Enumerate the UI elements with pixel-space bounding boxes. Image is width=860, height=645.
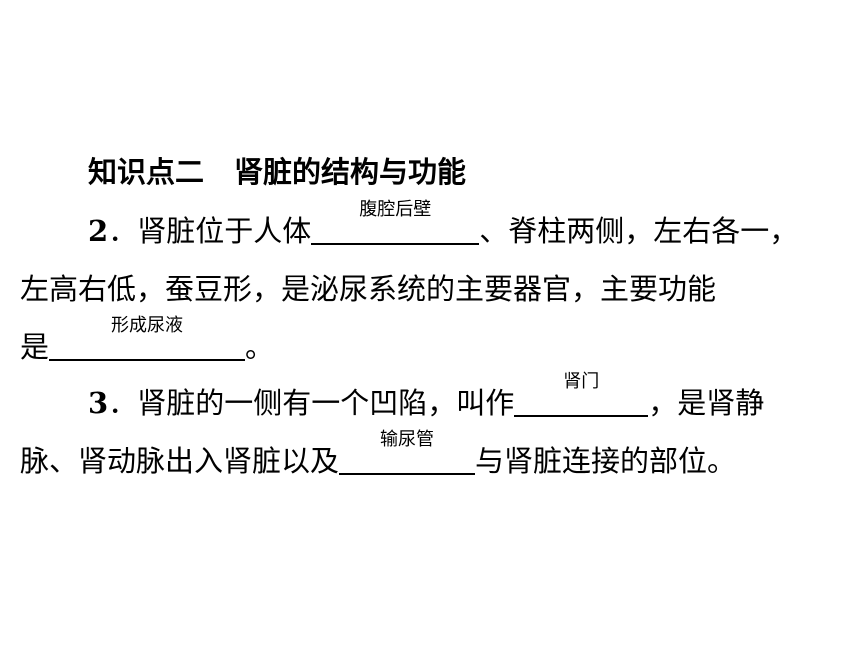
q2-text-4: 是 [20,330,50,364]
q2-line-3: 是 形成尿液。 [20,315,275,367]
q3-line-1: 3．肾脏的一侧有一个凹陷，叫作 肾门 ，是肾静 [88,371,765,423]
q2-number: 2 [88,214,109,248]
q3-answer-2: 输尿管 [380,429,435,450]
heading-topic: 肾脏的结构与功能 [234,155,467,189]
q2-blank-2: 形成尿液 [49,315,246,361]
q2-answer-1: 腹腔后壁 [359,199,432,220]
section-heading: 知识点二肾脏的结构与功能 [88,152,466,192]
q2-text-2: 、脊柱两侧，左右各一， [479,214,799,248]
q2-sep: ． [108,214,138,248]
q3-text-3: 脉、肾动脉出入肾脏以及 [20,444,340,478]
q2-line-2: 左高右低，蚕豆形，是泌尿系统的主要器官，主要功能 [20,269,716,309]
q3-number: 3 [88,386,109,420]
q2-line-1: 2．肾脏位于人体 腹腔后壁、脊柱两侧，左右各一， [88,199,799,251]
heading-knowledge-point: 知识点二 [88,155,205,189]
q3-text-4: 与肾脏连接的部位。 [475,444,737,478]
q3-sep: ． [108,386,138,420]
q2-text-3: 左高右低，蚕豆形，是泌尿系统的主要器官，主要功能 [20,272,717,306]
q3-blank-1: 肾门 [514,371,649,417]
q3-line-2: 脉、肾动脉出入肾脏以及 输尿管与肾脏连接的部位。 [20,429,737,481]
q2-blank-1: 腹腔后壁 [311,199,480,245]
q3-text-2: ，是肾静 [648,386,765,420]
q3-answer-1: 肾门 [563,371,600,392]
q2-answer-2: 形成尿液 [111,315,184,336]
q2-text-5: 。 [245,330,275,364]
q3-text-1: 肾脏的一侧有一个凹陷，叫作 [137,386,515,420]
q2-text-1: 肾脏位于人体 [137,214,312,248]
q3-blank-2: 输尿管 [339,429,476,475]
